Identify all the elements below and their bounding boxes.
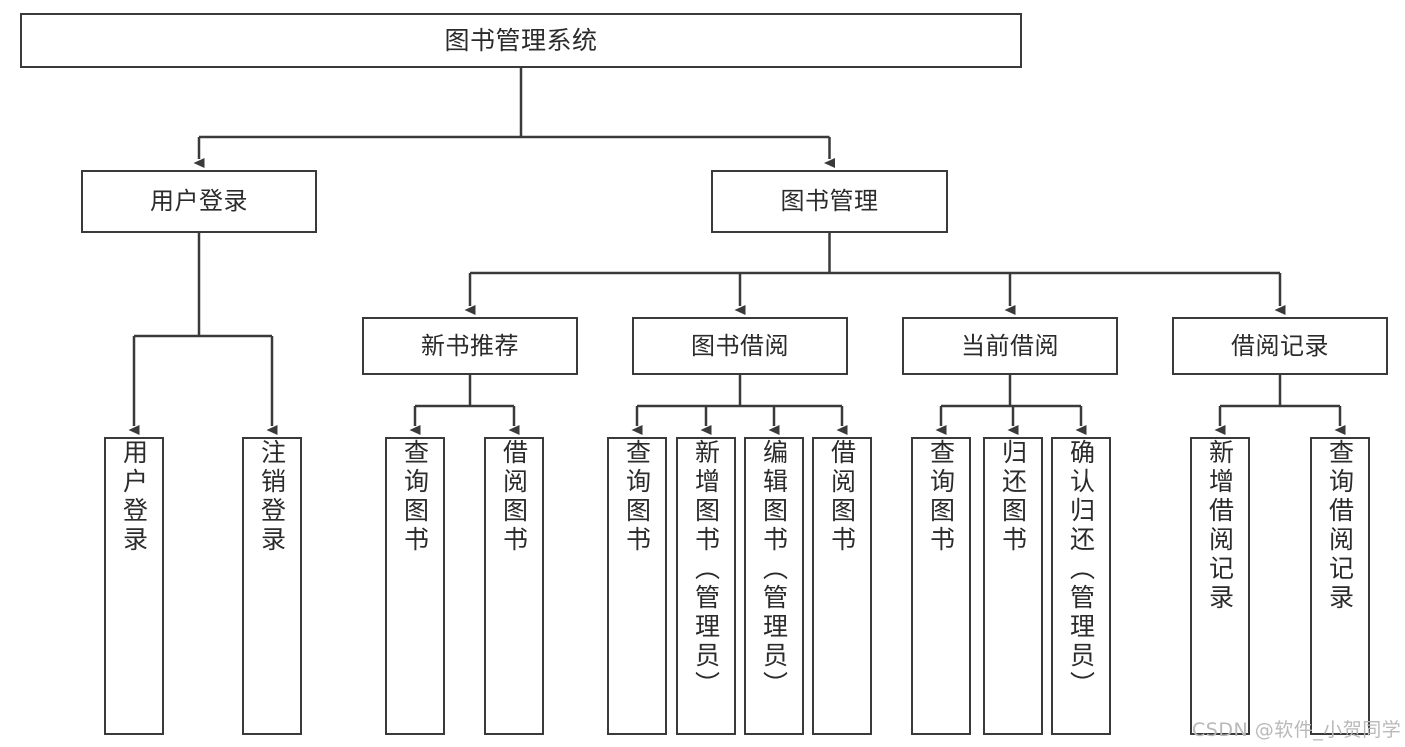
node-label: 借阅图书 (499, 439, 529, 555)
node-label: 用户登录 (150, 187, 248, 216)
node-label: 查询图书 (926, 439, 956, 555)
leaf-user-login[interactable]: 用户登录 (104, 437, 164, 735)
node-borrow-records[interactable]: 借阅记录 (1172, 317, 1388, 375)
node-label: 图书管理 (780, 187, 879, 216)
node-label: 查询图书 (400, 439, 430, 555)
node-label: 确认归还（管理员） (1066, 439, 1096, 700)
node-label: 新书推荐 (421, 331, 519, 360)
node-label: 注销登录 (257, 439, 287, 555)
leaf-query-book-borrow[interactable]: 查询图书 (607, 437, 667, 735)
node-label: 查询借阅记录 (1325, 439, 1355, 613)
node-root[interactable]: 图书管理系统 (20, 13, 1022, 68)
node-label: 用户登录 (119, 439, 149, 555)
leaf-borrow-book[interactable]: 借阅图书 (812, 437, 872, 735)
watermark: CSDN @软件_小贺同学 (1192, 719, 1402, 741)
node-book-borrow[interactable]: 图书借阅 (632, 317, 848, 375)
node-label: 新增借阅记录 (1205, 439, 1235, 613)
leaf-return-book[interactable]: 归还图书 (983, 437, 1043, 735)
leaf-logout[interactable]: 注销登录 (242, 437, 302, 735)
node-label: 借阅记录 (1231, 331, 1329, 360)
node-label: 图书管理系统 (444, 25, 598, 55)
node-label: 编辑图书（管理员） (759, 439, 789, 700)
node-user-login[interactable]: 用户登录 (81, 170, 317, 233)
leaf-borrow-book-recommend[interactable]: 借阅图书 (484, 437, 544, 735)
node-new-book-recommend[interactable]: 新书推荐 (362, 317, 578, 375)
leaf-add-borrow-record[interactable]: 新增借阅记录 (1190, 437, 1250, 735)
node-label: 借阅图书 (827, 439, 857, 555)
node-label: 新增图书（管理员） (691, 439, 721, 700)
node-label: 图书借阅 (691, 331, 789, 360)
node-label: 查询图书 (622, 439, 652, 555)
node-label: 归还图书 (998, 439, 1028, 555)
leaf-add-book-admin[interactable]: 新增图书（管理员） (676, 437, 736, 735)
leaf-query-book-current[interactable]: 查询图书 (911, 437, 971, 735)
leaf-confirm-return-admin[interactable]: 确认归还（管理员） (1051, 437, 1111, 735)
node-current-borrow[interactable]: 当前借阅 (902, 317, 1118, 375)
leaf-query-borrow-record[interactable]: 查询借阅记录 (1310, 437, 1370, 735)
leaf-edit-book-admin[interactable]: 编辑图书（管理员） (744, 437, 804, 735)
node-book-management[interactable]: 图书管理 (711, 170, 948, 233)
node-label: 当前借阅 (961, 331, 1059, 360)
leaf-query-book-recommend[interactable]: 查询图书 (385, 437, 445, 735)
